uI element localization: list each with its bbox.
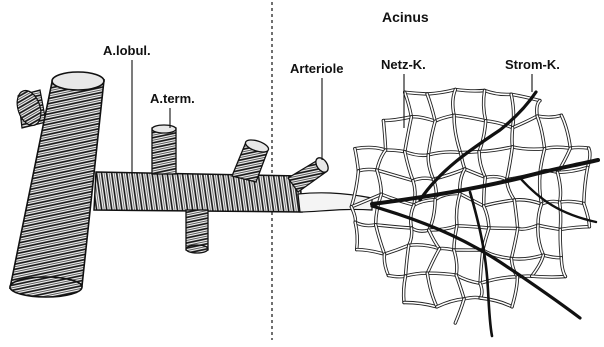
capillary-segment [570,147,588,148]
capillary-segment [455,299,464,323]
capillary-segment [489,228,518,229]
stream-capillary [420,92,536,200]
lobular-artery [94,125,331,253]
arteriole-label: Arteriole [290,62,343,76]
acinus-label: Acinus [382,10,429,24]
capillary-network [351,90,598,337]
strom-k-label: Strom-K. [505,58,560,72]
capillary-segment [428,121,435,155]
capillary-segment [512,128,513,147]
capillary-segment [532,276,566,277]
capillary-segment [376,225,385,254]
netz-k-label: Netz-K. [381,58,426,72]
capillary-segment [405,117,412,152]
capillary-segment [405,92,412,117]
capillary-segment [405,152,413,181]
capillary-segment [385,245,409,254]
capillary-segment [377,170,413,181]
capillary-segment [511,229,517,259]
capillary-segment [427,249,439,274]
interlobular-artery [10,72,104,297]
capillary-segment [427,94,435,121]
a-term-label: A.term. [150,92,195,106]
capillary-segment [513,116,538,128]
a-lobul-label: A.lobul. [103,44,151,58]
